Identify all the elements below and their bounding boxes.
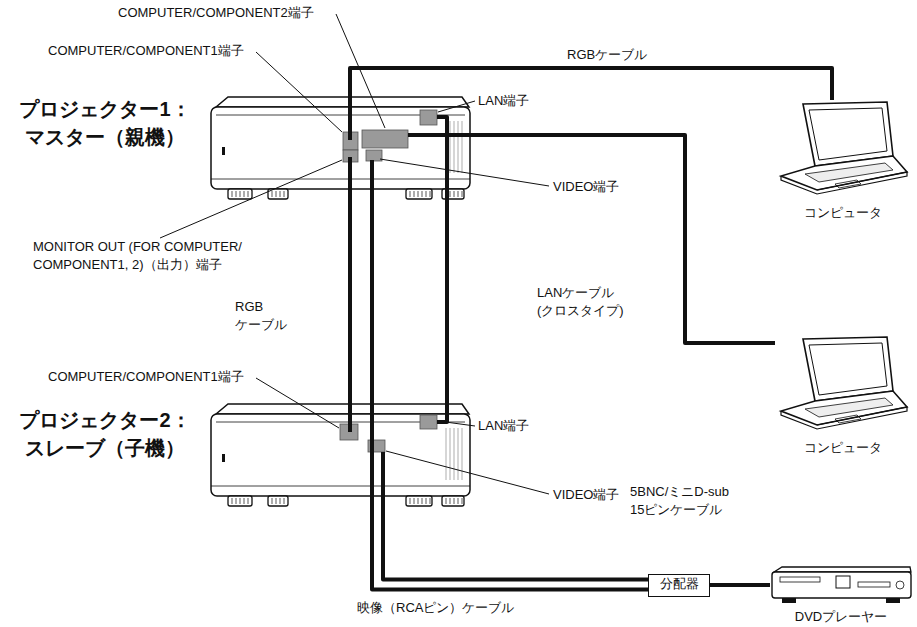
splitter-label: 分配器 — [649, 575, 709, 593]
laptop-illustration — [775, 335, 910, 431]
leader-line — [256, 52, 342, 132]
cable — [408, 135, 775, 343]
cable — [348, 157, 352, 432]
leader-line — [386, 451, 549, 494]
cable-label: 5BNC/ミニD-sub 15ピンケーブル — [628, 483, 744, 518]
leader-line — [380, 159, 549, 186]
cable — [437, 117, 447, 422]
terminal-label: MONITOR OUT (FOR COMPUTER/ COMPONENT1, 2… — [33, 238, 269, 273]
device-label: コンピュータ — [775, 204, 910, 222]
projector-illustration — [210, 95, 472, 203]
dvd-player-illustration — [770, 566, 912, 606]
cable-label: RGB ケーブル — [233, 298, 297, 333]
leader-line — [438, 101, 475, 112]
dvd-player: DVDプレーヤー — [770, 566, 912, 626]
cable-label: LANケーブル (クロスタイプ) — [535, 284, 651, 319]
computer: コンピュータ — [775, 335, 910, 457]
illustration-holder — [775, 100, 910, 198]
cable — [372, 160, 648, 590]
device-label: コンピュータ — [775, 439, 910, 457]
leader-line — [256, 378, 339, 428]
projector-master: プロジェクター1： マスター（親機） — [210, 95, 472, 201]
terminal-label: COMPUTER/COMPONENT2端子 — [118, 4, 314, 22]
leader-line — [336, 14, 385, 128]
terminal-label: LAN端子 — [478, 92, 529, 110]
terminal-label: COMPUTER/COMPONENT1端子 — [48, 368, 244, 386]
illustration-holder — [770, 566, 912, 606]
cable-label: RGBケーブル — [565, 46, 649, 64]
projector-heading: プロジェクター2： スレーブ（子機） — [8, 406, 202, 462]
cable — [383, 452, 648, 580]
cable-label: 映像（RCAピン）ケーブル — [355, 599, 516, 617]
laptop-illustration — [775, 100, 910, 196]
illustration-holder — [775, 335, 910, 433]
projector-slave: プロジェクター2： スレーブ（子機） — [210, 402, 472, 508]
projector-illustration — [210, 402, 472, 510]
computer: コンピュータ — [775, 100, 910, 222]
leader-line — [160, 160, 342, 238]
splitter-box: 分配器 — [648, 574, 710, 597]
projector-heading: プロジェクター1： マスター（親機） — [8, 95, 202, 151]
terminal-label: LAN端子 — [478, 417, 529, 435]
cable — [710, 583, 770, 587]
device-label: DVDプレーヤー — [770, 608, 912, 626]
terminal-label: VIDEO端子 — [553, 178, 619, 196]
cable — [350, 68, 832, 140]
terminal-label: COMPUTER/COMPONENT1端子 — [48, 42, 244, 60]
terminal-label: VIDEO端子 — [553, 486, 619, 504]
